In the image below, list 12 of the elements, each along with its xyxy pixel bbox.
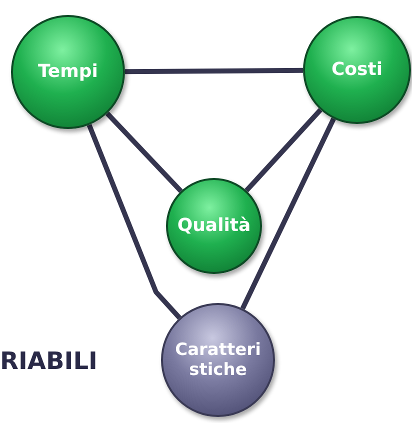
connector-line [240, 118, 336, 310]
connector-line [86, 124, 182, 320]
connector-line [105, 112, 183, 193]
circle-node [166, 178, 262, 274]
side-label: RIABILI [0, 347, 98, 375]
circle-node [161, 303, 275, 417]
connector-line [244, 108, 322, 192]
node-label: Qualità [176, 215, 252, 237]
node-label: Caratteri stiche [174, 340, 262, 380]
node-label: Costi [330, 59, 384, 81]
node-label: Tempi [37, 61, 99, 83]
connector-line [124, 68, 304, 74]
